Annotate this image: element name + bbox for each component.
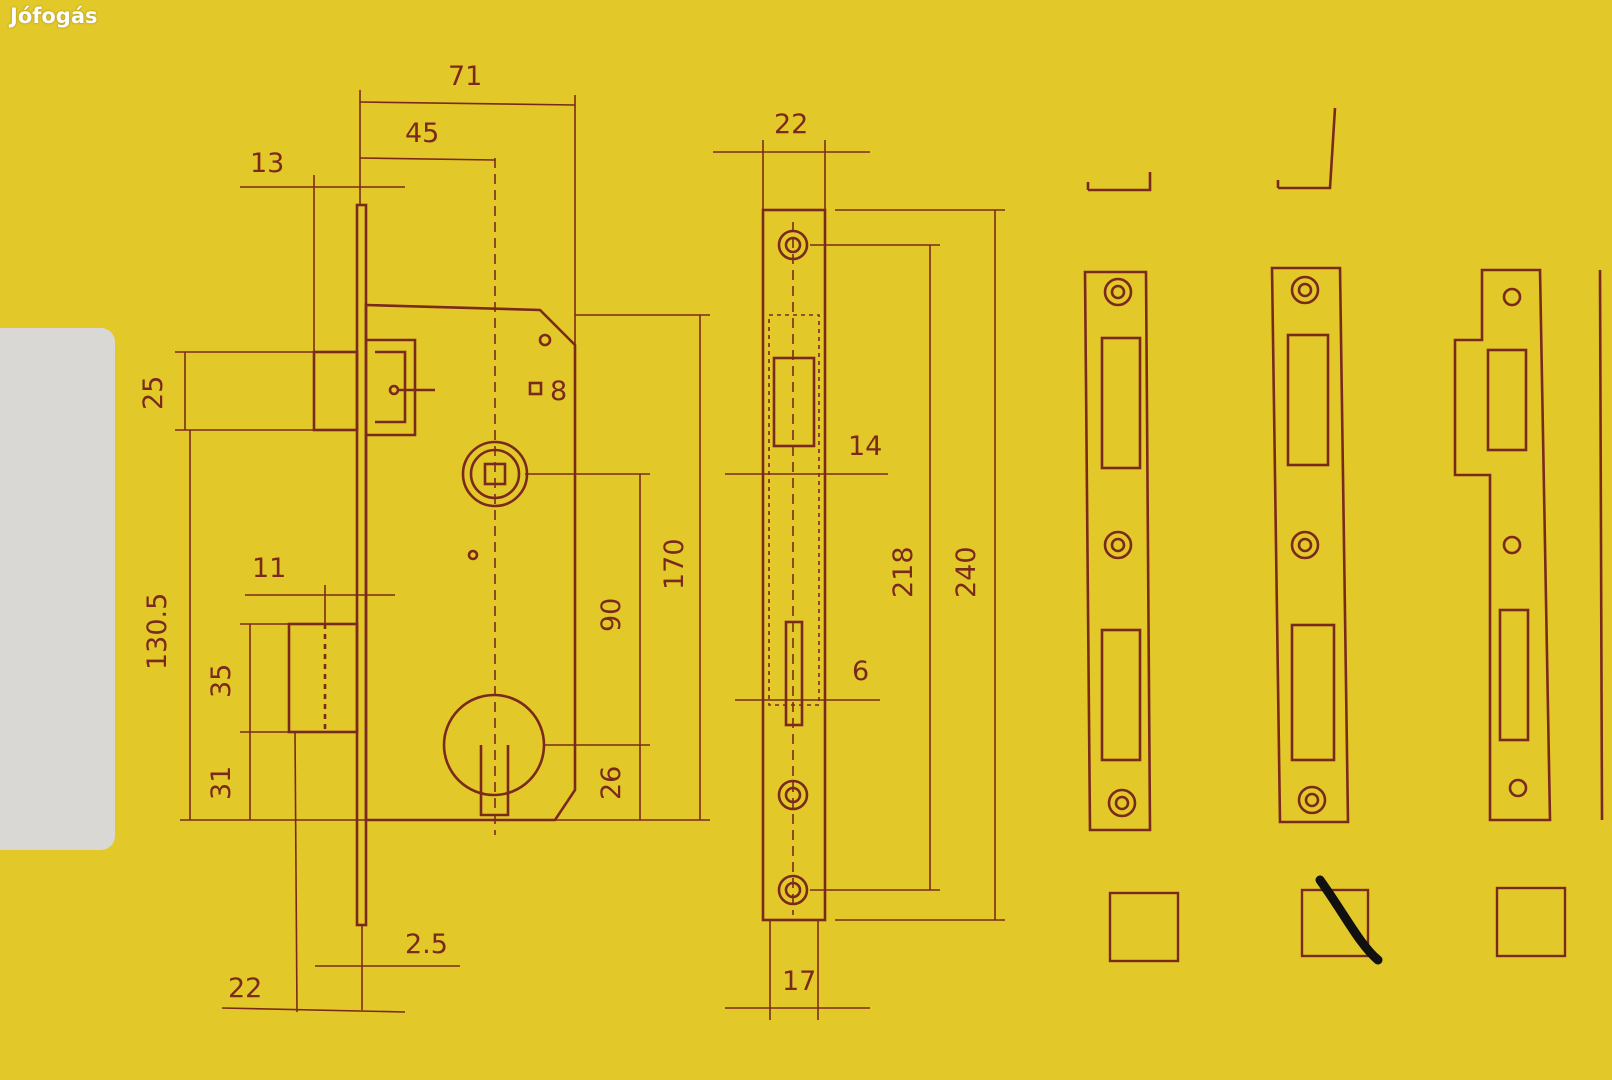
latch-slot [772,356,816,448]
dim-backset: 45 [405,118,439,149]
dim-deadbolt-projection: 11 [252,553,286,584]
dim-hole-distance: 218 [888,546,919,598]
dim-forend-length: 240 [951,546,982,598]
strike-3-checkbox[interactable] [1495,886,1567,958]
lock-body-drawing [175,90,710,1013]
forend-screw-mid [777,779,809,811]
strike-1-outline [1083,270,1152,832]
dim-forend-thickness: 2.5 [405,929,448,960]
dim-latch-height: 25 [138,376,169,410]
strike-1-checkbox[interactable] [1108,891,1180,963]
dim-latch-to-bolt: 130.5 [142,593,173,670]
dim-latch-projection: 13 [250,148,284,179]
forend-plate [761,208,827,922]
strike-2-check-mark [1315,875,1383,965]
dim-bolt-slot: 6 [852,656,869,687]
dim-cylinder-bottom: 26 [596,766,627,800]
dim-case-height: 170 [659,538,690,590]
strike-plate-1 [1083,172,1152,832]
latch-bolt [312,350,359,432]
latch-spring [375,350,407,424]
dim-forend-width-top: 22 [774,109,808,140]
dim-deadbolt-height: 35 [206,664,237,698]
strike-2-outline [1270,266,1350,824]
deadbolt [287,622,359,734]
strike-plate-3 [1453,268,1604,822]
dim-total-depth: 71 [448,61,482,92]
dim-deadbolt-bottom: 31 [206,766,237,800]
strike-2-profile [1276,107,1337,190]
cylinder-hole [442,693,546,797]
bolt-slot [784,620,804,727]
dim-forend-width-bottom: 17 [782,966,816,997]
dim-slot-width: 14 [848,431,882,462]
watermark-logo: Jófogás [10,4,98,28]
gray-label-panel [0,328,115,850]
dim-bolt-throw: 22 [228,973,262,1004]
lock-faceplate [355,203,368,927]
dim-center-distance: 90 [596,598,627,632]
strike-3-outline [1453,268,1552,822]
forend-drawing [713,140,1005,1020]
strike-1-profile [1086,172,1152,192]
strike-plate-2 [1270,107,1350,824]
dim-spindle-square: 8 [550,376,567,407]
strike-2-checkbox[interactable] [1300,888,1370,958]
latch-mechanism [366,338,417,437]
